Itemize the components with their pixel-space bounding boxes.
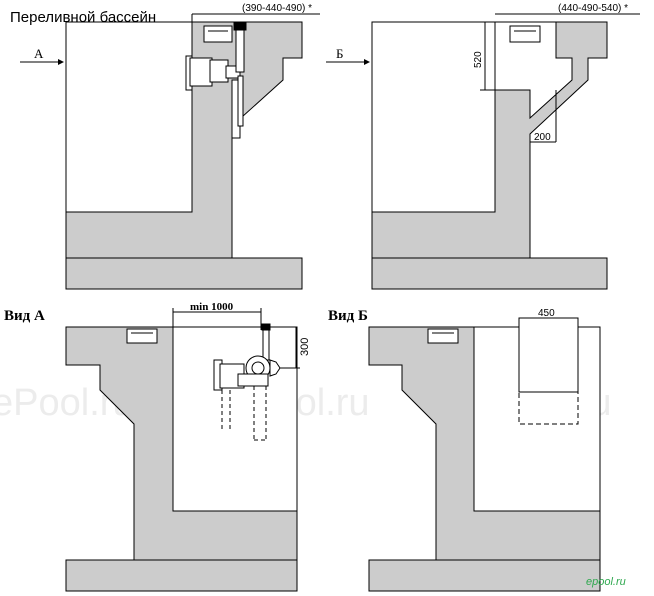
section-b-slab — [371, 257, 608, 290]
view-b-label: Вид Б — [328, 308, 368, 324]
section-b-marker: Б — [336, 46, 343, 61]
section-b-dim-diag: 200 — [534, 132, 551, 143]
view-a: Вид А min 1000 300 — [4, 301, 311, 592]
section-b-dim-top: (440-490-540) * — [558, 3, 628, 14]
section-a-dim-top: (390-440-490) * — [242, 3, 312, 14]
section-b-dim-vertical: 520 — [473, 51, 484, 68]
view-b-pit — [518, 317, 579, 393]
view-a-pipes — [221, 386, 267, 441]
view-b-dim-width: 450 — [538, 308, 555, 319]
section-a-basin — [65, 21, 193, 213]
view-a-basin — [172, 326, 298, 512]
view-a-dim-height: 300 — [299, 338, 311, 356]
section-a-pump — [185, 21, 247, 139]
view-b-overflow-box — [427, 328, 459, 344]
view-a-overflow-box — [126, 328, 158, 344]
view-a-pump — [213, 323, 281, 391]
section-b: (440-490-540) * 520 200 Б — [326, 3, 640, 290]
view-b: Вид Б 450 — [328, 308, 601, 592]
section-a-marker: А — [34, 46, 44, 61]
view-b-pit-dashed — [518, 391, 579, 425]
section-a: (390-440-490) * А — [20, 3, 320, 290]
section-b-basin — [371, 21, 496, 213]
section-a-overflow-box — [203, 25, 233, 43]
epool-logo: epool.ru — [586, 576, 626, 588]
section-a-slab — [65, 257, 303, 290]
view-a-slab — [65, 559, 298, 592]
view-a-dim-width: min 1000 — [190, 301, 234, 313]
section-b-overflow-box — [509, 25, 541, 43]
view-b-slab — [368, 559, 601, 592]
view-a-label: Вид А — [4, 308, 45, 324]
section-b-pit — [494, 21, 573, 120]
